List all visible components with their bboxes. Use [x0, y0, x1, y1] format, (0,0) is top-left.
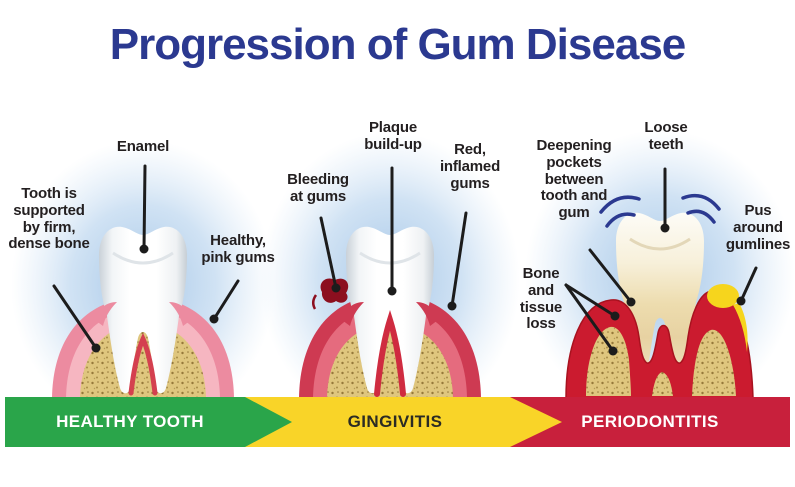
motion-arc [605, 212, 636, 228]
stage-arrow-periodontitis [510, 397, 790, 447]
pus-blob [707, 284, 739, 308]
label-bleeding: Bleeding at gums [287, 171, 349, 205]
gumline-right [169, 302, 191, 326]
gumline-right [416, 302, 438, 326]
pointer-dot [331, 283, 341, 293]
label-pus: Pus around gumlines [725, 202, 791, 253]
label-deepening-pockets: Deepening pockets between tooth and gum [536, 137, 612, 222]
stage-arrow-gingivitis [245, 397, 562, 447]
pointer-dot [91, 343, 101, 353]
blood-drip [312, 294, 318, 310]
callout-pointer-dots [91, 223, 746, 356]
label-loose-teeth: Loose teeth [644, 119, 688, 153]
motion-arc [686, 209, 716, 224]
pointer-dot [447, 301, 457, 311]
stage-label-healthy-tooth: HEALTHY TOOTH [56, 412, 204, 431]
pointer-line-healthy-gums [212, 279, 240, 321]
progression-arrow-banner [5, 397, 790, 447]
stage-label-gingivitis: GINGIVITIS [347, 412, 443, 431]
label-inflamed-gums: Red, inflamed gums [439, 141, 501, 192]
pointer-line-bone-loss-1 [564, 283, 617, 318]
pointer-dot [139, 244, 149, 254]
bone-loss-middle [652, 372, 673, 396]
label-bone-tissue-loss: Bone and tissue loss [519, 265, 563, 333]
bone-loss-right [692, 329, 736, 396]
pointer-line-pockets [588, 248, 633, 304]
motion-arc [681, 193, 721, 211]
looseness-motion-lines [599, 193, 721, 228]
label-bone-support: Tooth is supported by firm, dense bone [8, 185, 90, 253]
tooth-cusp-shading [359, 251, 421, 265]
pointer-line-bone-support [52, 284, 98, 350]
pointer-dot [608, 346, 618, 356]
pointer-line-bleeding [319, 216, 338, 290]
pointer-line-bone-loss-2 [564, 283, 615, 353]
pointer-dot [209, 314, 219, 324]
stage-label-periodontitis: PERIODONTITIS [581, 412, 719, 431]
stage-arrow-healthy [5, 397, 292, 447]
gumline-left [95, 302, 117, 326]
pointer-dot [660, 223, 670, 233]
gumline-left [342, 302, 364, 326]
pointer-dot [387, 286, 397, 296]
tooth-cusp-shading [112, 251, 174, 265]
root-ligament [374, 309, 406, 397]
gingivitis-illustration [260, 132, 520, 428]
root-ligament [128, 332, 158, 396]
label-healthy-gums: Healthy, pink gums [201, 232, 275, 266]
pointer-dot [626, 297, 636, 307]
callout-pointer-lines [52, 164, 758, 353]
tooth-cusp-shading [629, 237, 691, 251]
pointer-line-inflamed [450, 211, 468, 308]
pointer-line-pus [739, 266, 758, 303]
pointer-line-enamel [142, 164, 147, 251]
page-title: Progression of Gum Disease [109, 20, 687, 69]
motion-arc [599, 195, 641, 214]
pus-trail [733, 303, 748, 352]
label-enamel: Enamel [116, 138, 170, 155]
bone-loss-left [586, 326, 631, 396]
pointer-dot [736, 296, 746, 306]
label-plaque: Plaque build-up [364, 119, 422, 153]
pointer-dot [610, 311, 620, 321]
healthy-tooth-illustration [11, 140, 275, 430]
